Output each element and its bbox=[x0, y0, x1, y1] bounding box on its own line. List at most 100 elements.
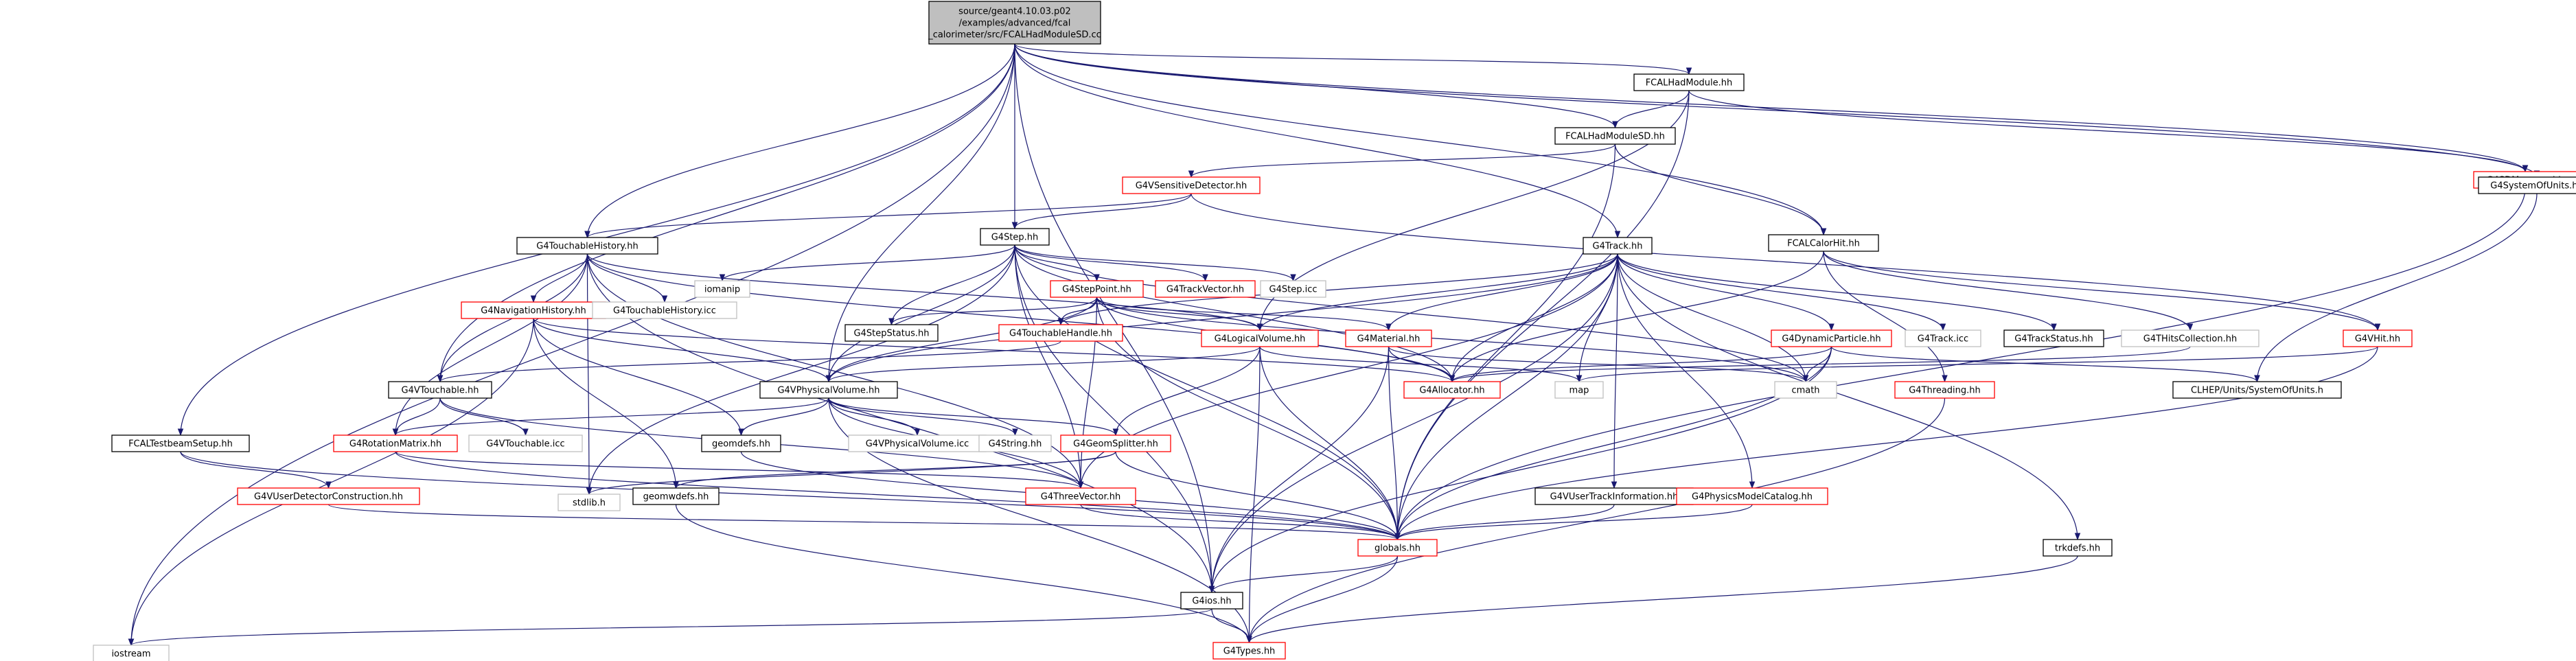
edge-G4NavigationHistory-to-geomdefs bbox=[533, 318, 744, 437]
node-iostream[interactable]: iostream bbox=[93, 645, 170, 661]
node-label: iomanip bbox=[704, 285, 740, 295]
node-label: source/geant4.10.03.p02 bbox=[958, 7, 1071, 17]
node-cmath[interactable]: cmath bbox=[1774, 381, 1837, 399]
node-label: geomdefs.hh bbox=[712, 439, 770, 450]
node-G4ThreeVector[interactable]: G4ThreeVector.hh bbox=[1025, 487, 1136, 505]
edge-FCALHadModuleSD-to-globals bbox=[1394, 143, 1616, 541]
node-label: G4Types.hh bbox=[1223, 647, 1276, 657]
node-label: G4PhysicsModelCatalog.hh bbox=[1692, 492, 1813, 502]
node-label: G4Track.icc bbox=[1918, 334, 1968, 345]
node-box bbox=[1050, 280, 1144, 298]
node-box bbox=[333, 434, 458, 452]
node-G4StepPoint[interactable]: G4StepPoint.hh bbox=[1050, 280, 1144, 298]
node-box bbox=[694, 280, 750, 298]
node-label: G4Allocator.hh bbox=[1419, 386, 1484, 396]
node-FCALHadModule[interactable]: FCALHadModule.hh bbox=[1633, 73, 1745, 91]
node-label: G4Material.hh bbox=[1357, 334, 1421, 345]
node-box bbox=[1180, 592, 1243, 610]
node-label: globals.hh bbox=[1375, 544, 1421, 554]
edge-G4ThreeVector-to-globals bbox=[1080, 504, 1401, 541]
edge-G4Track-to-G4LogicalVolume bbox=[1256, 253, 1618, 332]
node-G4ios[interactable]: G4ios.hh bbox=[1180, 592, 1243, 610]
edge-G4Threading-to-G4Types bbox=[1246, 397, 1946, 644]
node-map[interactable]: map bbox=[1554, 381, 1604, 399]
node-G4TrackStatus[interactable]: G4TrackStatus.hh bbox=[2003, 329, 2104, 347]
node-trkdefs[interactable]: trkdefs.hh bbox=[2043, 539, 2113, 557]
node-G4VTouchableicc[interactable]: G4VTouchable.icc bbox=[468, 434, 583, 452]
node-G4Track[interactable]: G4Track.hh bbox=[1583, 237, 1653, 255]
node-G4NavigationHistory[interactable]: G4NavigationHistory.hh bbox=[461, 301, 606, 319]
node-geomdefs[interactable]: geomdefs.hh bbox=[701, 434, 781, 452]
node-G4VUserDetectorConstruction[interactable]: G4VUserDetectorConstruction.hh bbox=[237, 487, 420, 505]
node-G4Trackicc[interactable]: G4Track.icc bbox=[1905, 329, 1981, 347]
edge-G4Track-to-G4Trackicc bbox=[1617, 253, 1946, 332]
node-G4VSensitiveDetector[interactable]: G4VSensitiveDetector.hh bbox=[1122, 176, 1261, 194]
node-G4TouchableHandle[interactable]: G4TouchableHandle.hh bbox=[998, 324, 1123, 342]
edge-G4Step-to-G4TrackVector bbox=[1014, 244, 1208, 282]
node-globals[interactable]: globals.hh bbox=[1357, 539, 1438, 557]
node-label: G4ThreeVector.hh bbox=[1041, 492, 1120, 502]
node-iomanip[interactable]: iomanip bbox=[694, 280, 750, 298]
edge-G4Track-to-trkdefs bbox=[1617, 253, 2081, 541]
edge-G4GeomSplitter-to-stdlib bbox=[586, 451, 1116, 496]
node-G4Step[interactable]: G4Step.hh bbox=[980, 228, 1050, 246]
node-G4StepStatus[interactable]: G4StepStatus.hh bbox=[844, 324, 939, 342]
node-FCALTestbeamSetup[interactable]: FCALTestbeamSetup.hh bbox=[111, 434, 250, 452]
node-box bbox=[844, 324, 939, 342]
node-geomwdefs[interactable]: geomwdefs.hh bbox=[632, 487, 720, 505]
node-G4String[interactable]: G4String.hh bbox=[978, 434, 1052, 452]
node-G4TouchableHistory[interactable]: G4TouchableHistory.hh bbox=[516, 237, 658, 255]
node-stdlib[interactable]: stdlib.h bbox=[557, 494, 621, 511]
edge-G4TouchableHistory-to-stdlib bbox=[586, 253, 593, 496]
node-G4SystemOfUnits[interactable]: G4SystemOfUnits.hh bbox=[2478, 176, 2576, 194]
edge-G4RotationMatrix-to-G4ThreeVector bbox=[395, 451, 1083, 489]
node-G4VTouchable[interactable]: G4VTouchable.hh bbox=[388, 381, 492, 399]
node-G4VPhysicalVolumeicc[interactable]: G4VPhysicalVolume.icc bbox=[848, 434, 987, 452]
node-G4Allocator[interactable]: G4Allocator.hh bbox=[1403, 381, 1501, 399]
node-box bbox=[461, 301, 606, 319]
node-G4TouchableHistoryicc[interactable]: G4TouchableHistory.icc bbox=[592, 301, 737, 319]
node-G4VPhysicalVolume[interactable]: G4VPhysicalVolume.hh bbox=[759, 381, 898, 399]
node-CLHEPUnits[interactable]: CLHEP/Units/SystemOfUnits.h bbox=[2172, 381, 2342, 399]
nodes-layer: source/geant4.10.03.p02/examples/advance… bbox=[93, 1, 2576, 661]
edge-G4TouchableHistory-to-G4LogicalVolume bbox=[586, 253, 1263, 332]
node-G4Material[interactable]: G4Material.hh bbox=[1345, 329, 1432, 347]
node-root[interactable]: source/geant4.10.03.p02/examples/advance… bbox=[928, 1, 1101, 45]
edge-FCALCalorHit-to-G4THitsCollection bbox=[1823, 251, 2194, 332]
node-G4LogicalVolume[interactable]: G4LogicalVolume.hh bbox=[1201, 329, 1319, 347]
node-box bbox=[1403, 381, 1501, 399]
node-G4VUserTrackInformation[interactable]: G4VUserTrackInformation.hh bbox=[1534, 487, 1694, 505]
node-box bbox=[1345, 329, 1432, 347]
edge-FCALCalorHit-to-G4VHit bbox=[1823, 251, 2381, 332]
edge-trkdefs-to-G4Types bbox=[1246, 555, 2078, 644]
node-G4TrackVector[interactable]: G4TrackVector.hh bbox=[1155, 280, 1256, 298]
node-box bbox=[468, 434, 583, 452]
node-G4RotationMatrix[interactable]: G4RotationMatrix.hh bbox=[333, 434, 458, 452]
node-G4Stepicc[interactable]: G4Step.icc bbox=[1260, 280, 1326, 298]
edge-G4Material-to-G4Allocator bbox=[1388, 346, 1456, 383]
node-G4Types[interactable]: G4Types.hh bbox=[1212, 642, 1286, 660]
edge-G4VTouchable-to-G4VTouchableicc bbox=[439, 397, 529, 437]
edge-G4Track-to-G4Material bbox=[1385, 253, 1618, 332]
node-G4DynamicParticle[interactable]: G4DynamicParticle.hh bbox=[1771, 329, 1892, 347]
node-FCALCalorHit[interactable]: FCALCalorHit.hh bbox=[1768, 234, 1879, 252]
node-G4GeomSplitter[interactable]: G4GeomSplitter.hh bbox=[1060, 434, 1171, 452]
node-box bbox=[111, 434, 250, 452]
edge-FCALHadModule-to-FCALHadModuleSD bbox=[1612, 90, 1690, 129]
node-G4THitsCollection[interactable]: G4THitsCollection.hh bbox=[2121, 329, 2259, 347]
edge-G4LogicalVolume-to-G4GeomSplitter bbox=[1112, 346, 1261, 437]
node-G4PhysicsModelCatalog[interactable]: G4PhysicsModelCatalog.hh bbox=[1676, 487, 1828, 505]
edge-G4StepPoint-to-G4Material bbox=[1096, 297, 1392, 332]
node-label: G4StepPoint.hh bbox=[1062, 285, 1131, 295]
node-box bbox=[1676, 487, 1828, 505]
node-G4VHit[interactable]: G4VHit.hh bbox=[2343, 329, 2413, 347]
node-G4Threading[interactable]: G4Threading.hh bbox=[1894, 381, 1995, 399]
node-label: FCALHadModule.hh bbox=[1646, 78, 1733, 89]
node-box bbox=[1155, 280, 1256, 298]
edge-G4Step-to-iomanip bbox=[719, 244, 1015, 282]
edge-G4VPhysicalVolume-to-G4VPhysicalVolumeicc bbox=[828, 397, 921, 437]
node-box bbox=[592, 301, 737, 319]
node-label: G4VTouchable.icc bbox=[486, 439, 564, 450]
node-box bbox=[759, 381, 898, 399]
node-FCALHadModuleSD[interactable]: FCALHadModuleSD.hh bbox=[1554, 127, 1676, 145]
